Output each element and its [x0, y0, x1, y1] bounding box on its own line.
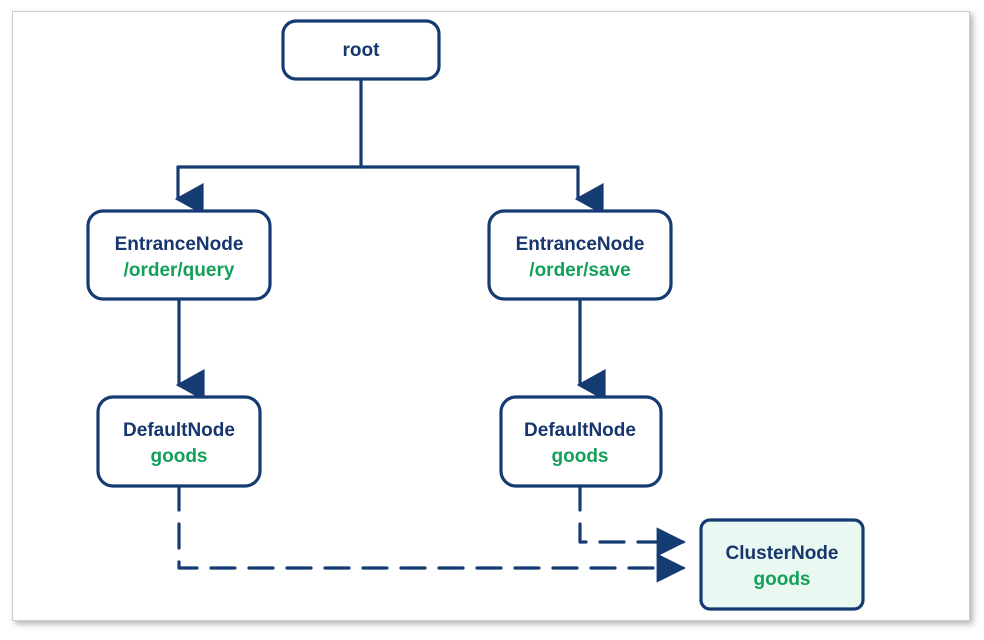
- default-node-goods-right-title: DefaultNode: [524, 420, 636, 441]
- entrance-node-order-query-title: EntranceNode: [115, 234, 244, 255]
- cluster-node-goods-subtitle: goods: [754, 569, 811, 590]
- entrance-node-order-query[interactable]: EntranceNode /order/query: [86, 209, 272, 301]
- diagram-canvas: root EntranceNode /order/query EntranceN…: [12, 11, 970, 621]
- cluster-node-goods-title: ClusterNode: [726, 543, 839, 564]
- root-node[interactable]: root: [281, 19, 441, 81]
- default-node-goods-left-box[interactable]: [96, 395, 262, 488]
- default-node-goods-right-subtitle: goods: [552, 446, 609, 467]
- cluster-node-goods-box[interactable]: [699, 518, 865, 611]
- entrance-node-order-save[interactable]: EntranceNode /order/save: [487, 209, 673, 301]
- root-node-box[interactable]: [281, 19, 441, 81]
- entrance-node-order-save-title: EntranceNode: [516, 234, 645, 255]
- root-node-title: root: [343, 40, 381, 61]
- entrance-node-order-query-box[interactable]: [86, 209, 272, 301]
- entrance-node-order-save-subtitle: /order/save: [529, 260, 630, 281]
- default-node-goods-left[interactable]: DefaultNode goods: [96, 395, 262, 488]
- default-node-goods-left-subtitle: goods: [151, 446, 208, 467]
- default-node-goods-right-box[interactable]: [499, 395, 663, 488]
- default-node-goods-left-title: DefaultNode: [123, 420, 235, 441]
- edges-layer: [174, 77, 686, 583]
- edge-default-left-to-cluster: [177, 484, 686, 583]
- default-node-goods-right[interactable]: DefaultNode goods: [499, 395, 663, 488]
- cluster-node-goods[interactable]: ClusterNode goods: [699, 518, 865, 611]
- entrance-node-order-query-subtitle: /order/query: [124, 260, 235, 281]
- flowchart-svg: root EntranceNode /order/query EntranceN…: [86, 19, 865, 611]
- entrance-node-order-save-box[interactable]: [487, 209, 673, 301]
- edge-default-right-to-cluster: [578, 484, 686, 557]
